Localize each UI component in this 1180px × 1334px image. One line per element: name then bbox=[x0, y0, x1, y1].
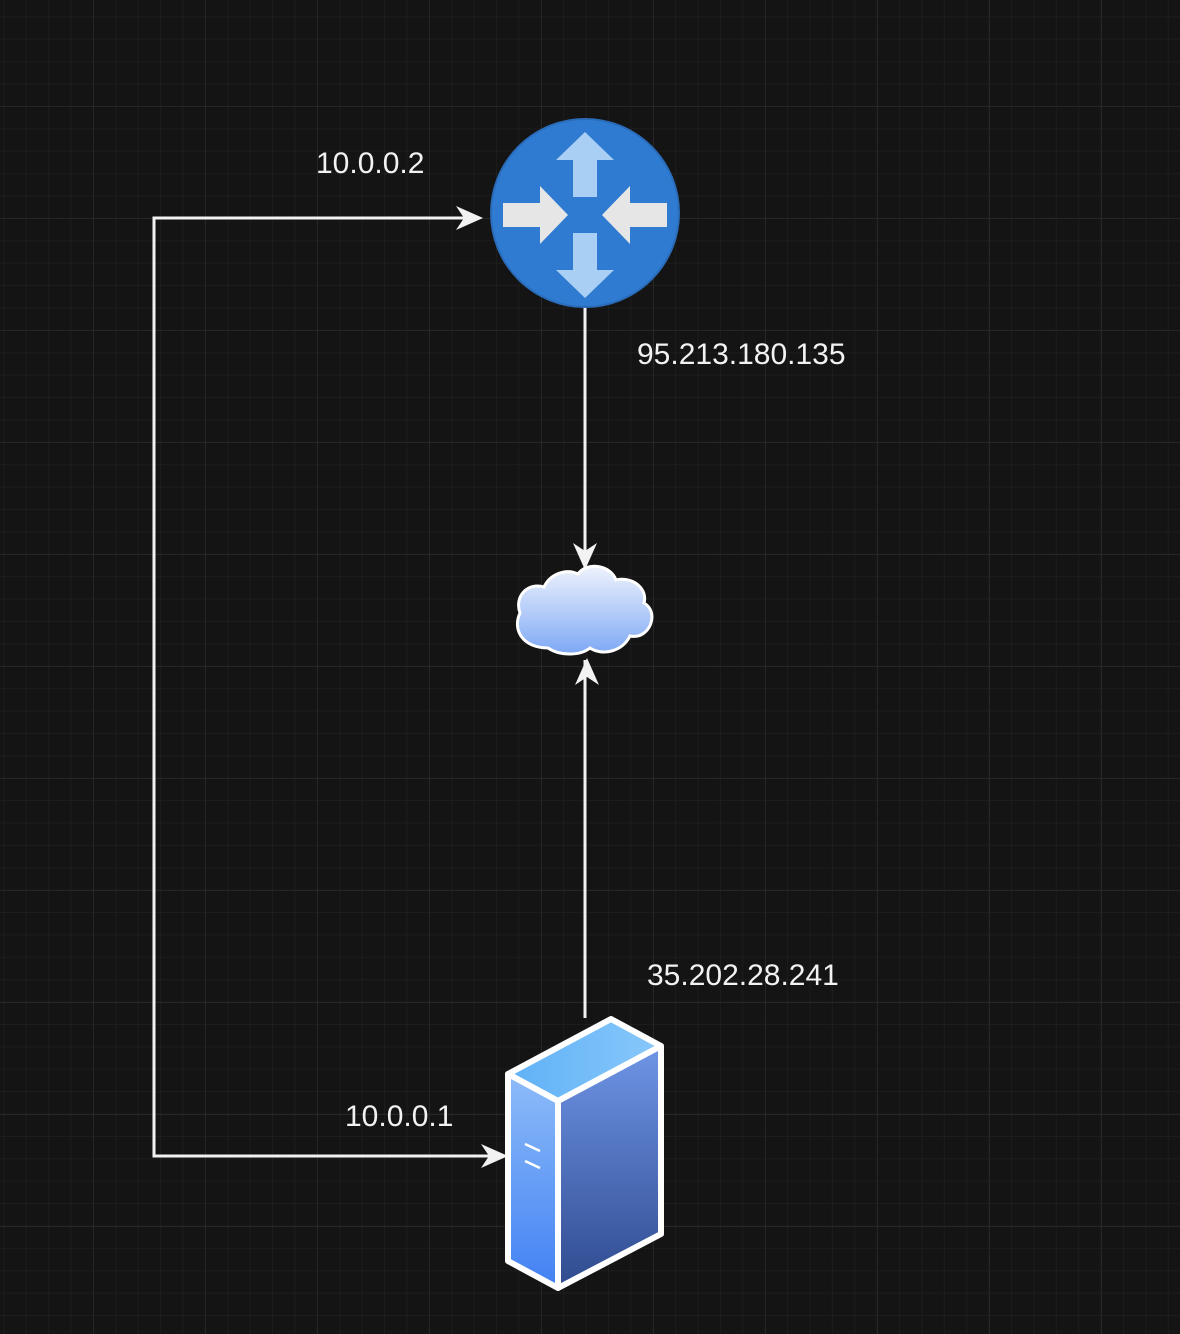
internet-node[interactable] bbox=[515, 564, 654, 656]
arrow-head-icon bbox=[573, 543, 597, 570]
server-public-ip-label[interactable]: 35.202.28.241 bbox=[647, 959, 839, 992]
server-icon bbox=[505, 1016, 664, 1291]
router-private-ip-label[interactable]: 10.0.0.2 bbox=[316, 147, 424, 180]
server-private-ip-label[interactable]: 10.0.0.1 bbox=[345, 1100, 453, 1133]
cloud-icon bbox=[515, 564, 654, 656]
server-node[interactable] bbox=[505, 1016, 664, 1291]
arrow-head-icon bbox=[481, 1144, 508, 1168]
router-public-ip-label[interactable]: 95.213.180.135 bbox=[637, 338, 846, 371]
router-icon bbox=[490, 118, 680, 308]
router-node[interactable] bbox=[490, 118, 680, 308]
arrow-head-icon bbox=[456, 206, 483, 230]
private-link-connector[interactable] bbox=[152, 206, 508, 1168]
server-uplink-connector[interactable] bbox=[575, 658, 599, 1018]
arrow-head-icon bbox=[575, 658, 599, 685]
router-uplink-connector[interactable] bbox=[573, 306, 597, 570]
